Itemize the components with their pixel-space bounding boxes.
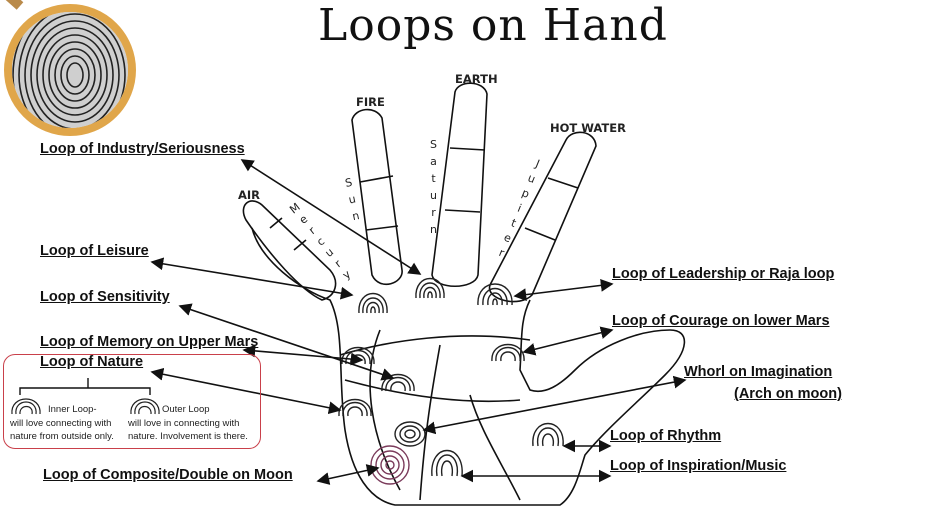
label-industry: Loop of Industry/Seriousness (40, 141, 245, 157)
label-memory: Loop of Memory on Upper Mars (40, 334, 259, 350)
magnifier-icon (4, 0, 136, 136)
palm-loops (338, 277, 564, 485)
page-title: Loops on Hand (318, 0, 668, 51)
legend-inner-title: Inner Loop- (48, 404, 97, 415)
finger-saturn-text: Saturn (427, 138, 440, 240)
label-imagination: Whorl on Imagination (684, 364, 833, 380)
label-inspiration: Loop of Inspiration/Music (610, 458, 787, 474)
legend-inner-line2: nature from outside only. (10, 431, 114, 442)
pointer-arrows (150, 159, 687, 485)
legend-outer-line1: will love in connecting with (128, 418, 240, 429)
label-nature: Loop of Nature (40, 354, 144, 370)
legend-inner-line1: will love connecting with (10, 418, 112, 429)
label-sensitivity: Loop of Sensitivity (40, 289, 170, 305)
composite-whorl (370, 445, 410, 485)
element-air: AIR (238, 188, 261, 202)
legend-outer-title: Outer Loop (162, 404, 210, 415)
element-hot-water: HOT WATER (550, 121, 626, 135)
label-imagination-sub: (Arch on moon) (734, 386, 842, 402)
label-rhythm: Loop of Rhythm (610, 428, 722, 444)
label-courage: Loop of Courage on lower Mars (612, 313, 830, 329)
legend-outer-line2: nature. Involvement is there. (128, 431, 248, 442)
label-composite: Loop of Composite/Double on Moon (43, 467, 293, 483)
label-leisure: Loop of Leisure (40, 243, 149, 259)
nature-legend-box (3, 354, 261, 449)
element-earth: EARTH (455, 72, 498, 86)
element-fire: FIRE (356, 95, 385, 109)
label-leadership: Loop of Leadership or Raja loop (612, 266, 835, 282)
nature-brace (19, 378, 151, 395)
finger-saturn: Saturn (426, 138, 441, 240)
